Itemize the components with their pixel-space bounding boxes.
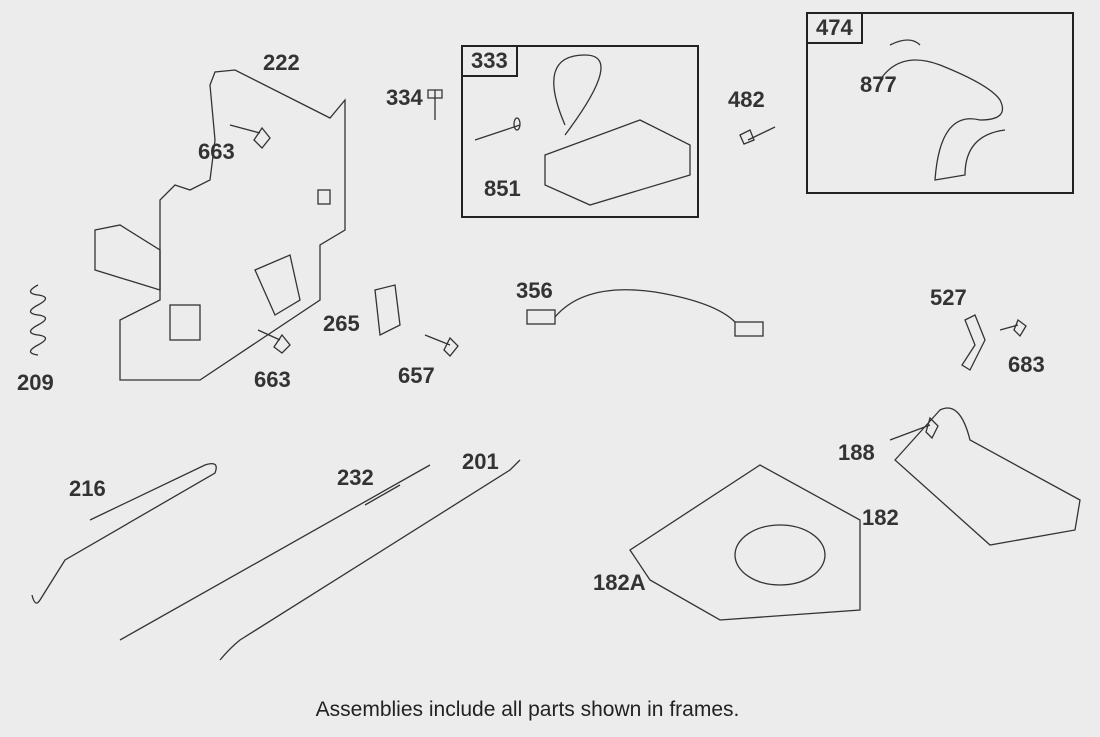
part-label-188: 188 bbox=[838, 440, 875, 465]
part-label-232: 232 bbox=[337, 465, 374, 490]
part-label-657: 657 bbox=[398, 363, 435, 388]
part-label-182: 182 bbox=[862, 505, 899, 530]
rod-drawings bbox=[31, 459, 521, 661]
caption: Assemblies include all parts shown in fr… bbox=[315, 698, 740, 721]
frame-333: 333 bbox=[461, 45, 699, 218]
part-label-877: 877 bbox=[860, 72, 897, 97]
part-label-182A: 182A bbox=[593, 570, 646, 595]
blower-housing-drawing bbox=[629, 407, 1081, 621]
part-label-851: 851 bbox=[484, 176, 521, 201]
part-label-222: 222 bbox=[263, 50, 300, 75]
part-label-683: 683 bbox=[1008, 352, 1045, 377]
part-label-216: 216 bbox=[69, 476, 106, 501]
bolt-drawings bbox=[229, 89, 1027, 441]
part-label-527: 527 bbox=[930, 285, 967, 310]
clip-drawing bbox=[961, 314, 986, 371]
wire-drawing bbox=[879, 39, 1006, 181]
part-label-356: 356 bbox=[516, 278, 553, 303]
control-bracket-drawing bbox=[94, 69, 346, 381]
part-label-663: 663 bbox=[198, 139, 235, 164]
part-label-482: 482 bbox=[728, 87, 765, 112]
part-label-663-lower: 663 bbox=[254, 367, 291, 392]
frame-474: 474 bbox=[806, 12, 1074, 194]
harness-drawing bbox=[526, 289, 764, 337]
frame-333-label: 333 bbox=[463, 47, 518, 77]
coil-drawing bbox=[474, 54, 691, 206]
part-label-209: 209 bbox=[17, 370, 54, 395]
part-label-334: 334 bbox=[386, 85, 423, 110]
part-label-265: 265 bbox=[323, 311, 360, 336]
spring-drawing bbox=[29, 284, 47, 356]
part-label-201: 201 bbox=[462, 449, 499, 474]
frame-474-label: 474 bbox=[808, 14, 863, 44]
